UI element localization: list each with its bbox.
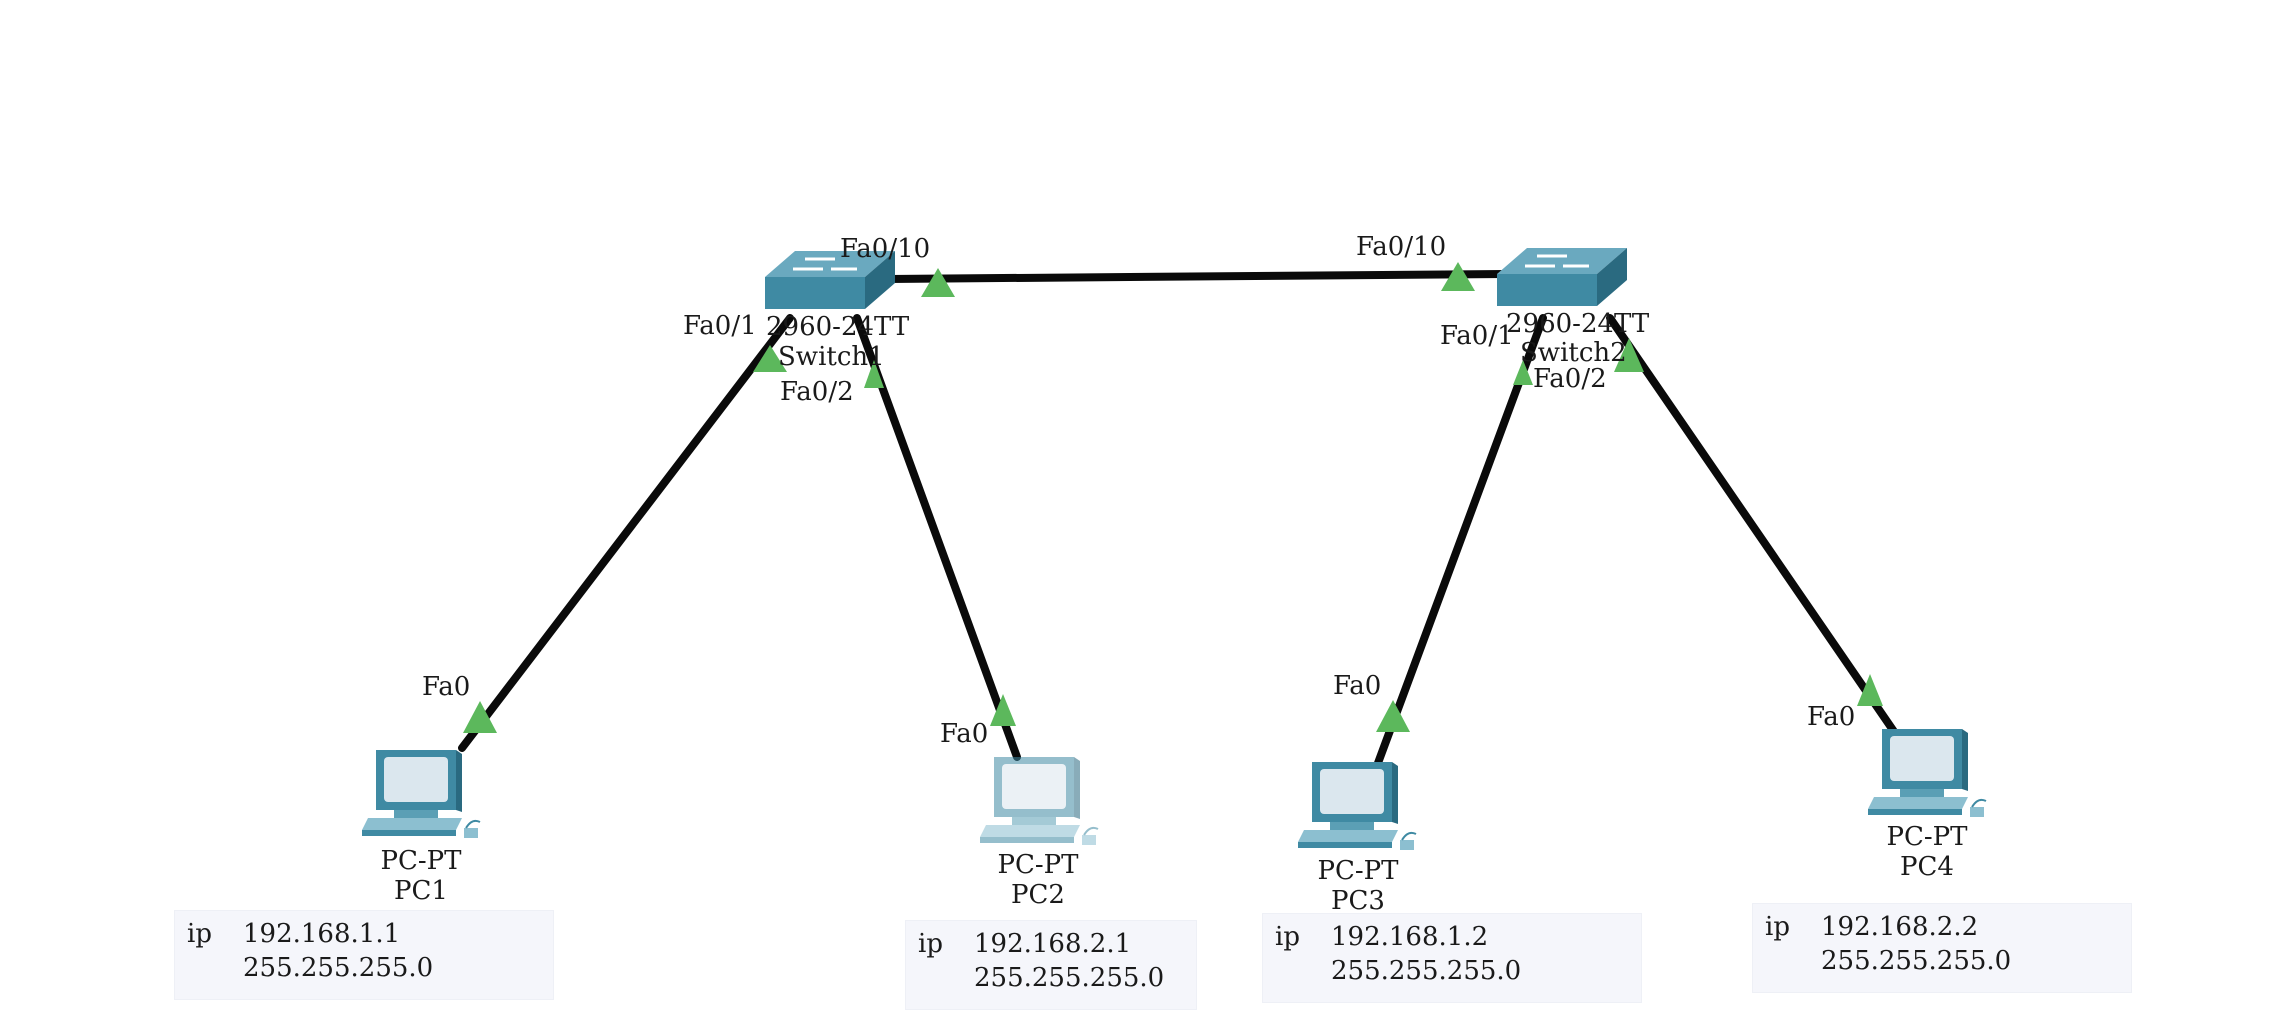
port-label-sw2-fa010: Fa0/10 — [1356, 232, 1447, 262]
port-indicators — [463, 262, 1883, 733]
port-label-pc3-fa0: Fa0 — [1333, 671, 1382, 701]
links — [458, 270, 1899, 767]
port-label-sw1-fa02: Fa0/2 — [780, 377, 854, 407]
pc3-subnet-mask: 255.255.255.0 — [1331, 956, 1522, 986]
pc2-model-label: PC-PT — [997, 850, 1079, 880]
link-switch1-pc2[interactable] — [853, 314, 1021, 761]
port-label-sw1-fa01: Fa0/1 — [683, 311, 757, 341]
pc2[interactable] — [980, 755, 1100, 851]
port-up-indicator-sw1-fa01 — [753, 345, 787, 372]
pc-icon — [362, 750, 481, 838]
pc2-subnet-mask: 255.255.255.0 — [974, 963, 1165, 993]
port-label-sw2-fa01: Fa0/1 — [1440, 321, 1514, 351]
pc1[interactable] — [362, 748, 482, 844]
switch-icon — [765, 251, 895, 309]
pc4-ip-address: 192.168.2.2 — [1821, 912, 1979, 942]
note-key: ip — [918, 929, 943, 959]
port-up-indicator-sw2-fa02 — [1614, 338, 1644, 372]
pc2-ip-note: ip 192.168.2.1 255.255.255.0 — [905, 920, 1197, 1010]
note-key: ip — [1275, 922, 1300, 952]
port-label-pc2-fa0: Fa0 — [940, 719, 989, 749]
port-label-sw1-fa010: Fa0/10 — [840, 234, 931, 264]
pc1-name-label: PC1 — [394, 876, 448, 906]
pc4-ip-note: ip 192.168.2.2 255.255.255.0 — [1752, 903, 2132, 993]
pc1-subnet-mask: 255.255.255.0 — [243, 953, 434, 983]
port-label-pc1-fa0: Fa0 — [422, 672, 471, 702]
switch1[interactable] — [765, 247, 895, 313]
pc-icon — [1868, 729, 1987, 817]
switch-icon — [1497, 248, 1627, 306]
port-label-pc4-fa0: Fa0 — [1807, 702, 1856, 732]
link-switch2-pc4[interactable] — [1606, 314, 1899, 737]
port-up-indicator-pc4 — [1857, 674, 1883, 706]
port-up-indicator-sw1-fa02 — [864, 360, 884, 388]
pc-icon — [980, 757, 1099, 845]
note-key: ip — [187, 919, 212, 949]
port-up-indicator-pc1 — [463, 701, 497, 733]
switch2[interactable] — [1497, 244, 1627, 310]
switch2-name-label: Switch2 — [1520, 338, 1627, 368]
pc3[interactable] — [1298, 760, 1418, 856]
port-up-indicator-pc2 — [990, 694, 1016, 726]
pc4-name-label: PC4 — [1900, 852, 1954, 882]
port-up-indicator-sw2-fa010 — [1441, 262, 1475, 291]
port-up-indicator-sw1-fa010 — [921, 268, 955, 297]
pc3-ip-address: 192.168.1.2 — [1331, 922, 1489, 952]
pc1-model-label: PC-PT — [380, 846, 462, 876]
pc2-ip-address: 192.168.2.1 — [974, 929, 1132, 959]
pc4-subnet-mask: 255.255.255.0 — [1821, 946, 2012, 976]
port-label-sw2-fa02: Fa0/2 — [1533, 364, 1607, 394]
pc2-name-label: PC2 — [1011, 880, 1065, 910]
link-switch1-switch2[interactable] — [881, 270, 1509, 283]
link-switch2-pc3[interactable] — [1374, 314, 1547, 767]
switch1-name-label: Switch1 — [778, 342, 885, 372]
pc3-name-label: PC3 — [1331, 886, 1385, 916]
port-up-indicator-sw2-fa01 — [1513, 360, 1533, 385]
switch2-model-label: 2960-24TT — [1506, 309, 1650, 339]
pc3-ip-note: ip 192.168.1.2 255.255.255.0 — [1262, 913, 1642, 1003]
pc4[interactable] — [1868, 727, 1988, 823]
port-up-indicator-pc3 — [1376, 700, 1410, 732]
pc3-model-label: PC-PT — [1317, 856, 1399, 886]
note-key: ip — [1765, 912, 1790, 942]
pc1-ip-note: ip 192.168.1.1 255.255.255.0 — [174, 910, 554, 1000]
link-switch1-pc1[interactable] — [458, 314, 794, 752]
pc4-model-label: PC-PT — [1886, 822, 1968, 852]
pc1-ip-address: 192.168.1.1 — [243, 919, 401, 949]
pc-icon — [1298, 762, 1417, 850]
switch1-model-label: 2960-24TT — [766, 312, 910, 342]
